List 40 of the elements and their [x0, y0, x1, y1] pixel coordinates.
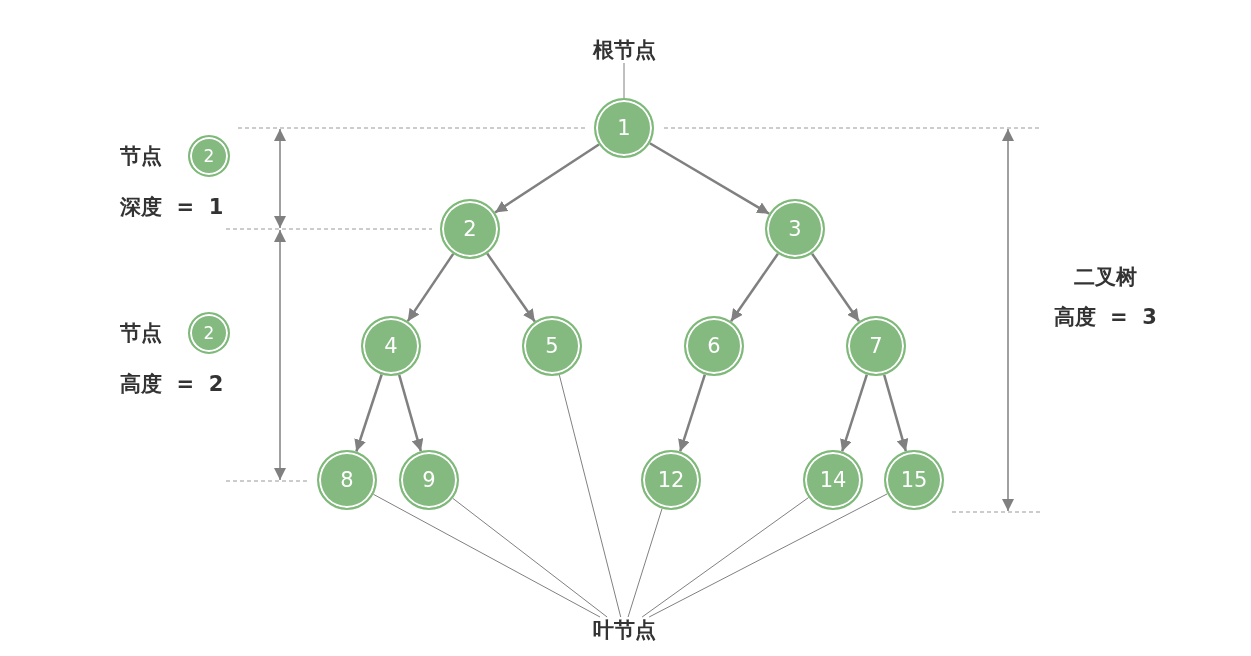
tree-node-circle: 7 [846, 316, 906, 376]
leader-line [623, 62, 625, 99]
tree-node-circle: 15 [884, 450, 944, 510]
leader-line [648, 493, 888, 618]
arrow [730, 252, 779, 323]
tree-node-circle: 9 [399, 450, 459, 510]
text-label: 节点 [120, 320, 162, 346]
arrow [397, 374, 424, 452]
tree-node-circle: 2 [440, 199, 500, 259]
tree-node-circle: 6 [684, 316, 744, 376]
tree-node-circle: 2 [188, 135, 230, 177]
arrow [649, 142, 770, 215]
arrow [354, 374, 383, 452]
arrow [882, 374, 909, 452]
tree-node-circle: 3 [765, 199, 825, 259]
tree-node-circle: 1 [594, 98, 654, 158]
leader-line [452, 497, 608, 618]
leader-line [627, 508, 663, 618]
arrow [840, 374, 869, 452]
tree-node-circle: 14 [803, 450, 863, 510]
tree-node-circle: 12 [641, 450, 701, 510]
arrow [811, 252, 860, 323]
text-label: 节点 [120, 143, 162, 169]
tree-node-circle: 4 [361, 316, 421, 376]
text-label: 二叉树 [1073, 264, 1137, 290]
arrow [406, 253, 455, 322]
tree-node-circle: 2 [188, 312, 230, 354]
arrow [486, 252, 536, 323]
tree-node-circle: 8 [317, 450, 377, 510]
arrow [678, 374, 707, 452]
text-label: 高度 = 3 [1053, 304, 1157, 330]
leader-line [372, 493, 601, 618]
node-label: 根节点 [592, 37, 656, 63]
leader-line [641, 497, 810, 618]
node-label: 叶节点 [592, 617, 656, 643]
tree-node-circle: 5 [522, 316, 582, 376]
arrow [494, 143, 600, 214]
text-label: 深度 = 1 [120, 194, 224, 220]
leader-line [558, 374, 622, 618]
text-label: 高度 = 2 [120, 371, 224, 397]
